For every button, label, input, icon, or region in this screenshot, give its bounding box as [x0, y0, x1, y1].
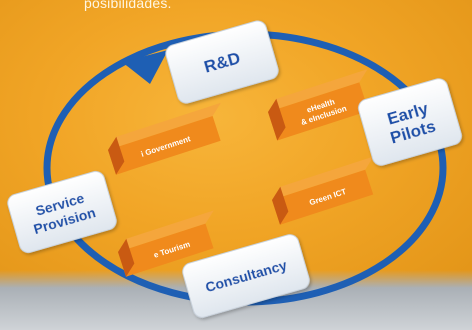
- cycle-arrow-head: [122, 50, 168, 84]
- intro-text-fragment: posibilidades.: [84, 0, 172, 11]
- stage-tile-consultancy: Consultancy: [182, 234, 310, 318]
- sector-bar-green-ict: Green ICT: [272, 156, 374, 225]
- sector-bar-i-government: i Government: [108, 102, 221, 175]
- sector-bar-ehealth: eHealth & eInclusion: [268, 69, 369, 141]
- stage-tile-early-pilots: Early Pilots: [358, 78, 462, 166]
- stage-tile-service-provision: Service Provision: [7, 171, 117, 253]
- sector-bar-e-tourism: e Tourism: [118, 210, 214, 277]
- stage-tile-rd: R&D: [165, 20, 279, 104]
